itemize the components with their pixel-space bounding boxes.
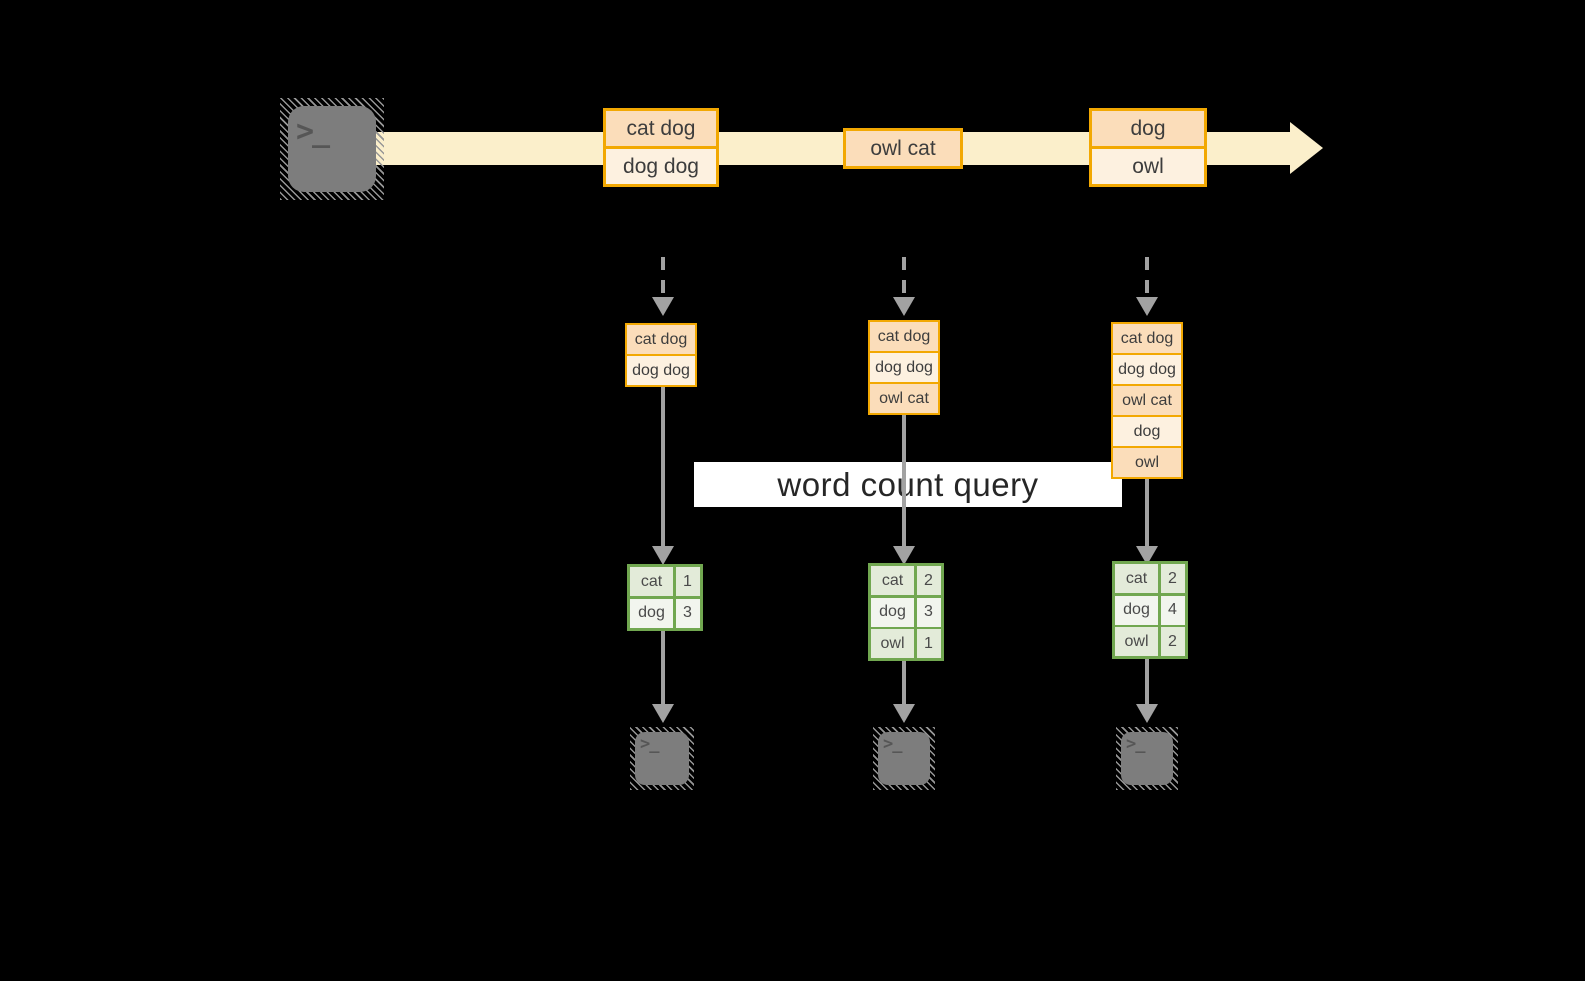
arrow-line [1145,658,1149,706]
arrow-head-icon [652,546,674,565]
stream-record: cat dog [606,111,716,146]
state-record: dog dog [627,356,695,385]
count-word: dog [630,598,673,628]
terminal-sink-icon: >_ [1116,727,1178,790]
stream-arrow-head-icon [1290,122,1323,174]
state-record: dog dog [1113,355,1181,384]
count-word: owl [1115,627,1158,656]
stream-batch-1: cat dog dog dog [603,108,719,187]
count-table-2: cat 2 dog 3 owl 1 [868,563,944,661]
terminal-source-icon: >_ [280,98,384,200]
stream-record: owl cat [846,131,960,166]
arrow-head-icon [652,297,674,316]
terminal-prompt-icon: >_ [640,734,660,754]
state-record: owl [1113,448,1181,477]
state-record: dog dog [870,353,938,382]
state-record: owl cat [870,384,938,413]
state-box-1: cat dog dog dog [625,323,697,387]
arrow-head-icon [1136,546,1158,565]
count-word: dog [1115,595,1158,625]
count-word: cat [630,567,673,596]
arrow-head-icon [893,546,915,565]
count-word: dog [871,597,914,627]
terminal-sink-icon: >_ [630,727,694,790]
arrow-head-icon [893,704,915,723]
arrow-head-icon [1136,297,1158,316]
arrow-head-icon [893,297,915,316]
terminal-body [878,732,930,785]
arrow-line [1145,479,1149,548]
terminal-body [1121,732,1173,785]
dashed-arrow-line [902,257,906,297]
stream-batch-2: owl cat [843,128,963,169]
count-table-1: cat 1 dog 3 [627,564,703,631]
state-box-3: cat dog dog dog owl cat dog owl [1111,322,1183,479]
stream-batch-3: dog owl [1089,108,1207,187]
arrow-line [902,415,906,548]
arrow-head-icon [652,704,674,723]
arrow-line [661,630,665,706]
terminal-prompt-icon: >_ [1126,734,1146,754]
count-word: owl [871,629,914,658]
count-value: 1 [916,629,941,658]
stream-record: owl [1092,149,1204,184]
arrow-head-icon [1136,704,1158,723]
count-value: 2 [1160,564,1185,593]
count-value: 1 [675,567,700,596]
count-value: 2 [1160,627,1185,656]
count-value: 3 [916,597,941,627]
state-record: owl cat [1113,386,1181,415]
count-value: 2 [916,566,941,595]
terminal-sink-icon: >_ [873,727,935,790]
count-word: cat [871,566,914,595]
terminal-body [288,106,376,192]
count-word: cat [1115,564,1158,593]
stream-record: dog [1092,111,1204,146]
count-value: 3 [675,598,700,628]
terminal-prompt-icon: >_ [883,734,903,754]
state-record: cat dog [870,322,938,351]
query-banner: word count query [694,462,1122,507]
query-label: word count query [777,465,1039,503]
dashed-arrow-line [661,257,665,297]
state-box-2: cat dog dog dog owl cat [868,320,940,415]
state-record: dog [1113,417,1181,446]
arrow-line [661,387,665,548]
dashed-arrow-line [1145,257,1149,297]
terminal-body [635,732,689,785]
state-record: cat dog [627,325,695,354]
arrow-line [902,660,906,706]
state-record: cat dog [1113,324,1181,353]
terminal-prompt-icon: >_ [296,114,330,149]
count-value: 4 [1160,595,1185,625]
stream-record: dog dog [606,149,716,184]
count-table-3: cat 2 dog 4 owl 2 [1112,561,1188,659]
